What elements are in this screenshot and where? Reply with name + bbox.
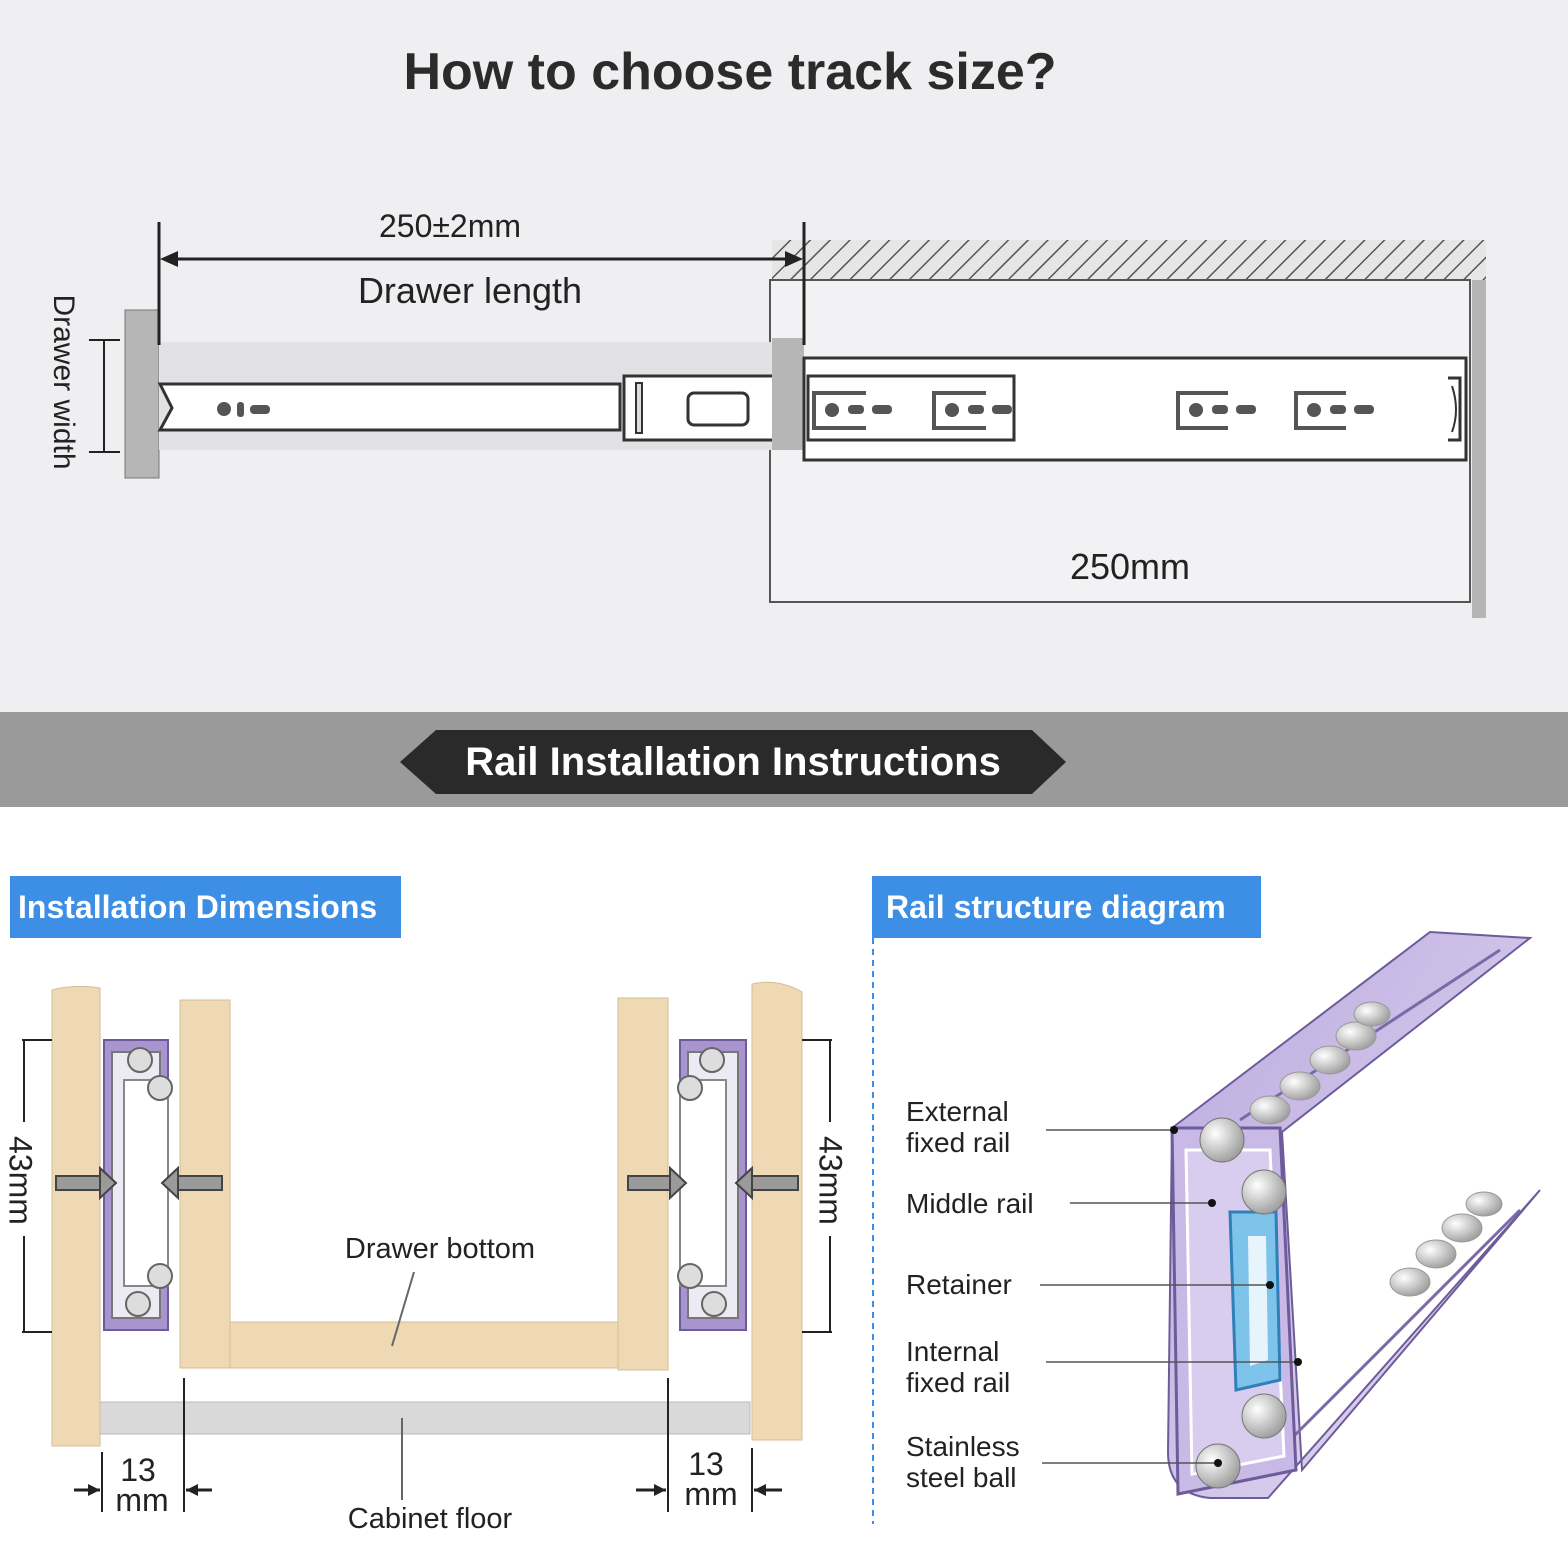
installation-dimensions-heading: Installation Dimensions bbox=[10, 876, 401, 938]
rail-slot bbox=[237, 402, 244, 417]
drawer-length-label: Drawer length bbox=[357, 270, 583, 311]
right-gap-value: 13 bbox=[688, 1446, 724, 1482]
banner-shape bbox=[400, 730, 1066, 794]
cabinet-side bbox=[1472, 280, 1486, 618]
cabinet-floor-label: Cabinet floor bbox=[347, 1503, 513, 1535]
cabinet-side-right bbox=[751, 981, 803, 1441]
rail-structure-heading: Rail structure diagram bbox=[872, 876, 1261, 938]
part-label-internal-rail: Internal fixed rail bbox=[906, 1336, 1046, 1398]
drawer-length-diagram bbox=[89, 222, 1486, 618]
rail-profile-left bbox=[103, 1039, 173, 1331]
release-lever bbox=[686, 391, 750, 427]
leader-lines bbox=[1040, 1129, 1298, 1464]
part-line: Retainer bbox=[906, 1269, 1012, 1300]
rail-hole bbox=[217, 402, 231, 416]
part-line: Middle rail bbox=[906, 1188, 1034, 1219]
drawer-bottom-label: Drawer bottom bbox=[344, 1233, 536, 1265]
outer-rail-holes bbox=[812, 391, 1346, 430]
part-line: Internal bbox=[906, 1336, 1000, 1367]
part-label-retainer: Retainer bbox=[906, 1269, 1046, 1300]
cabinet-floor bbox=[99, 1401, 751, 1435]
cabinet-top-hatch bbox=[772, 240, 1486, 280]
part-label-steel-ball: Stainless steel ball bbox=[906, 1431, 1046, 1493]
cabinet-side-left bbox=[51, 985, 101, 1447]
part-line: fixed rail bbox=[906, 1127, 1011, 1158]
part-line: fixed rail bbox=[906, 1367, 1011, 1398]
left-gap-value: 13 bbox=[120, 1452, 156, 1488]
banner-title: Rail Installation Instructions bbox=[465, 740, 1001, 784]
inner-rail bbox=[157, 382, 622, 432]
part-label-middle-rail: Middle rail bbox=[906, 1188, 1076, 1219]
cabinet-front-post bbox=[772, 338, 804, 450]
ball-row bbox=[1249, 1001, 1503, 1297]
part-line: steel ball bbox=[906, 1462, 1017, 1493]
right-gap-unit: mm bbox=[684, 1476, 738, 1512]
left-gap-unit: mm bbox=[115, 1482, 169, 1518]
part-label-external-rail: External fixed rail bbox=[906, 1096, 1046, 1158]
tolerance-label: 250±2mm bbox=[378, 208, 522, 244]
screws bbox=[55, 1165, 799, 1201]
drawer-front-panel bbox=[124, 309, 160, 479]
page-title: How to choose track size? bbox=[403, 43, 1057, 101]
rail-slot bbox=[250, 405, 270, 414]
part-line: Stainless bbox=[906, 1431, 1020, 1462]
installation-dimensions-diagram bbox=[22, 981, 832, 1512]
rail-profile-right bbox=[677, 1039, 747, 1331]
drawer-bottom bbox=[229, 1321, 619, 1369]
part-line: External bbox=[906, 1096, 1009, 1127]
rail-length-label: 250mm bbox=[1069, 546, 1191, 587]
